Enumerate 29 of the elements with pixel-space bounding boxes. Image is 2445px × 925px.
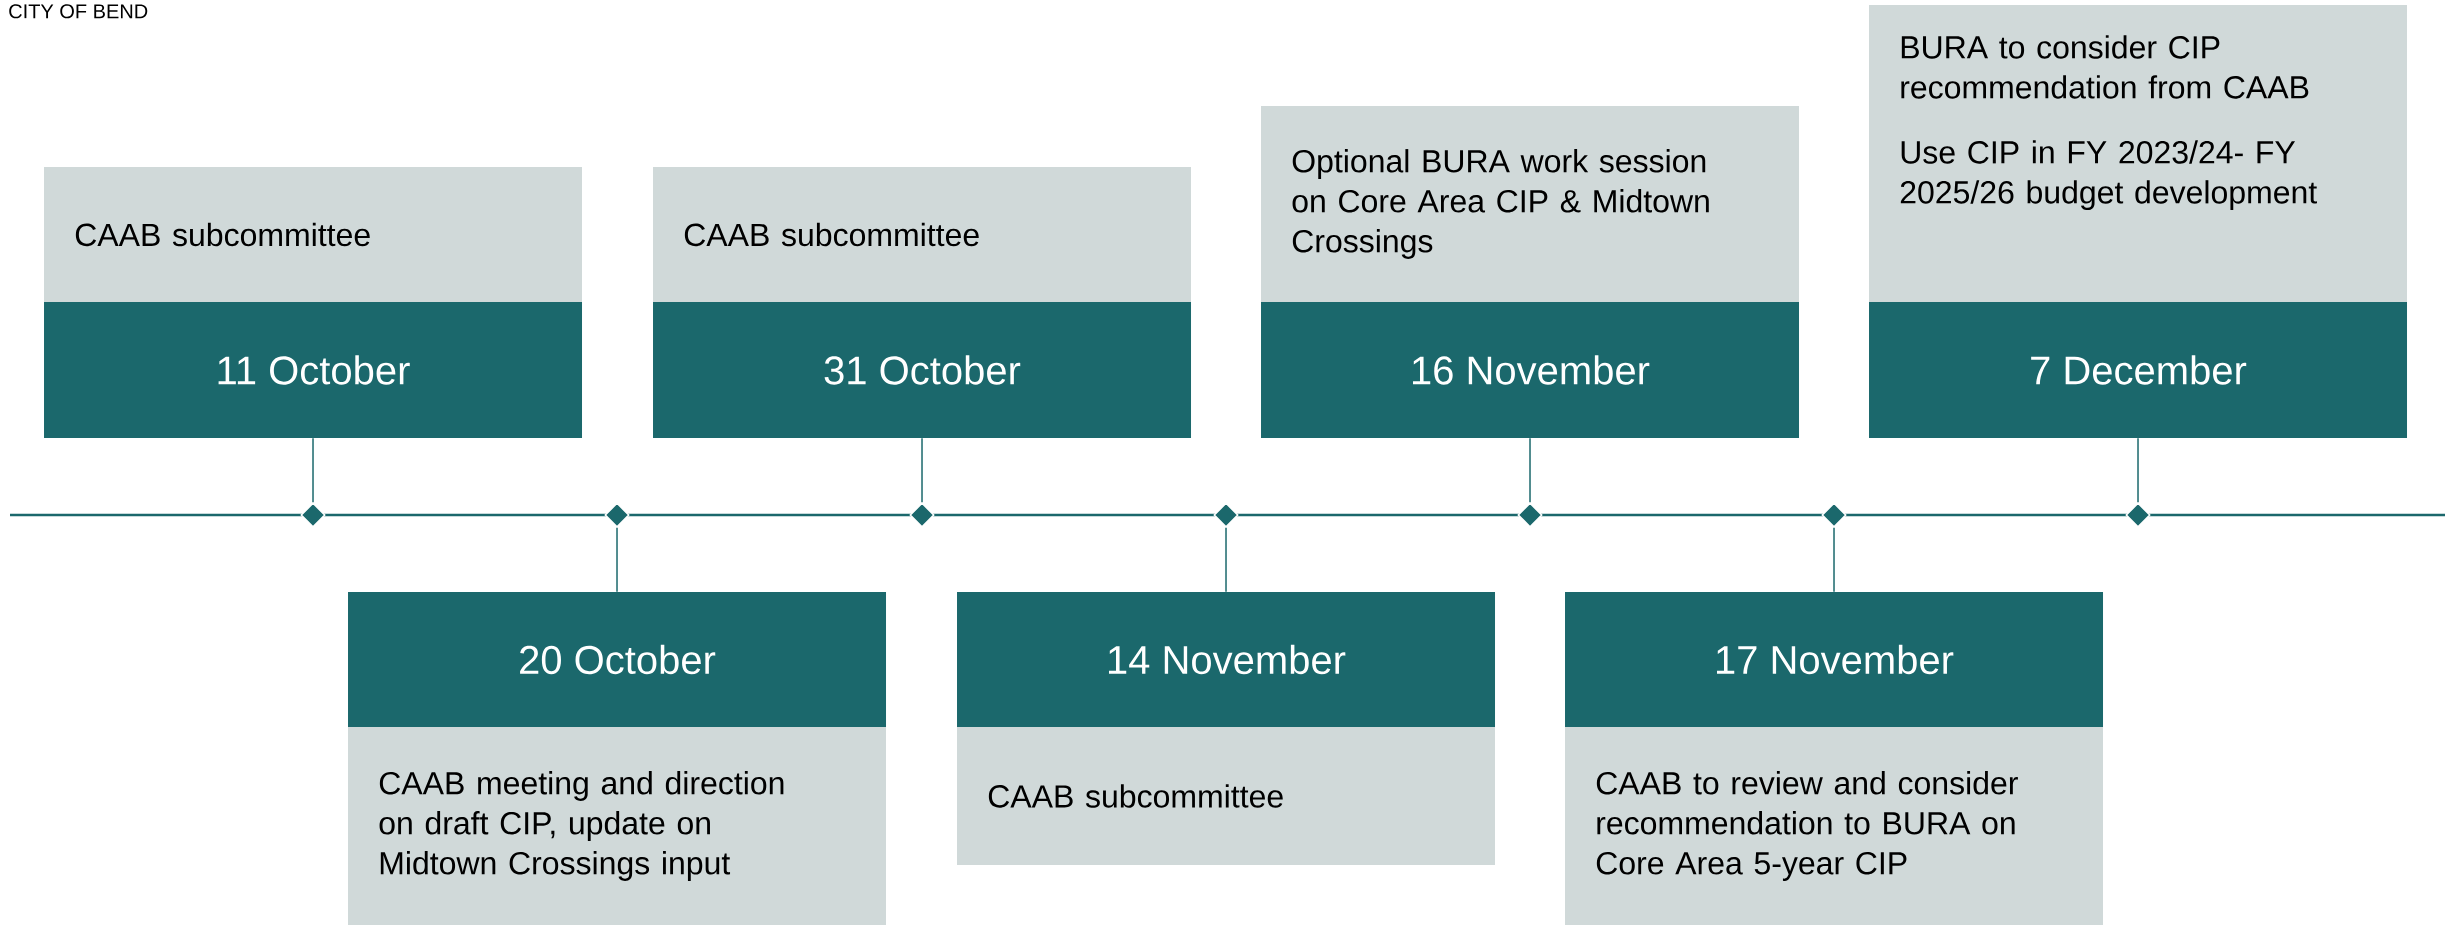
- event-card: 17 November CAAB to review and consider recommendation to BURA on Core Area 5-year CIP: [1565, 592, 2103, 925]
- event-card: 14 November CAAB subcommittee: [957, 592, 1495, 865]
- milestone-diamond: [300, 502, 326, 528]
- connector-line: [1529, 437, 1531, 503]
- header-text: CITY OF BEND: [9, 4, 148, 19]
- node-label: 17 November: [1717, 644, 1954, 675]
- connector-line: [2137, 437, 2139, 503]
- node-label: CAAB subcommittee: [75, 222, 370, 247]
- milestone-diamond: [1213, 502, 1239, 528]
- event-card: CAAB subcommittee 11 October: [44, 167, 582, 438]
- node-label: 14 November: [1109, 644, 1346, 675]
- connector-line: [1225, 527, 1227, 593]
- event-card: 20 October CAAB meeting and direction on draft CIP, update on Midtown Crossings input: [348, 592, 886, 925]
- connector-line: [921, 437, 923, 503]
- event-card: CAAB subcommittee 31 October: [653, 167, 1191, 438]
- milestone-diamond: [1821, 502, 1847, 528]
- node-label: 20 October: [520, 644, 716, 675]
- connector-line: [1833, 527, 1835, 593]
- milestone-diamond: [2125, 502, 2151, 528]
- milestone-diamond: [604, 502, 630, 528]
- milestone-diamond: [909, 502, 935, 528]
- node-label: 7 December: [2031, 355, 2247, 385]
- event-card: Optional BURA work session on Core Area CIP & Midtown Crossings 16 November: [1261, 106, 1799, 438]
- connector-line: [312, 437, 314, 503]
- connector-line: [616, 527, 618, 593]
- node-label: CAAB subcommittee: [684, 222, 979, 247]
- milestone-diamond: [1517, 502, 1543, 528]
- node-label: 16 November: [1413, 355, 1650, 385]
- event-card: BURA to consider CIP recommendation from CAAB Use CIP in FY 2023/24- FY 2025/26 budget development 7 December: [1869, 5, 2407, 438]
